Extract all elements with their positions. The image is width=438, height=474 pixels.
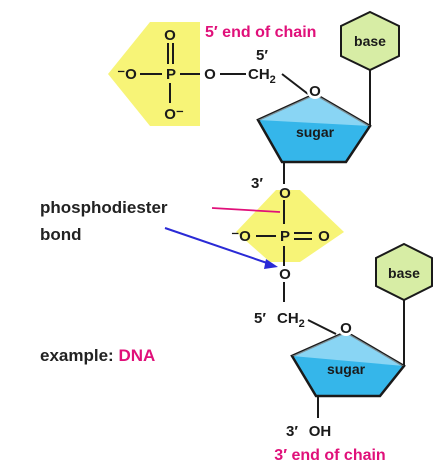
example-prefix: example: <box>40 346 118 365</box>
lower-five-prime: 5′ <box>254 310 266 327</box>
phosphodiester-label-line1: phosphodiester <box>40 198 168 217</box>
link-phosphate-o-bottom: O <box>279 266 291 283</box>
link-phosphate-p: P <box>280 228 290 245</box>
upper-sugar-o-backing <box>307 83 323 99</box>
upper-base-label: base <box>354 33 386 49</box>
top-ch2-text: CH <box>248 66 270 83</box>
link-phosphate-minus-o: ⁻O <box>231 228 251 245</box>
link-phosphate-o-double: O <box>318 228 330 245</box>
top-phosphate-o-double: O <box>164 27 176 44</box>
link-phosphate-o-top: O <box>279 185 291 202</box>
lower-sugar-label: sugar <box>327 361 366 377</box>
lower-ch2-bond <box>307 319 337 335</box>
upper-base-hexagon <box>340 10 400 72</box>
phosphodiester-pointer-blue-head <box>264 259 278 269</box>
lower-base-label: base <box>388 265 420 281</box>
top-ch2-sub: 2 <box>270 74 276 86</box>
phosphodiester-pointer-pink <box>211 207 281 213</box>
top-phosphate-minus-o: ⁻O <box>117 66 137 83</box>
upper-sugar-three-prime: 3′ <box>251 175 263 192</box>
lower-base-hexagon <box>375 242 433 302</box>
top-phosphate-o-minus-bottom: O⁻ <box>164 106 184 123</box>
link-phosphate-highlight <box>236 190 344 262</box>
top-phosphate-p: P <box>166 66 176 83</box>
lower-sugar-ring-o: O <box>340 320 352 337</box>
lower-three-prime: 3′ <box>286 423 298 440</box>
five-prime-end-label: 5′ end of chain <box>205 24 316 41</box>
example-molecule: DNA <box>118 346 155 365</box>
upper-sugar-ring-top-face <box>258 94 370 126</box>
top-five-prime: 5′ <box>256 47 268 64</box>
top-phosphate-o-right: O <box>204 66 216 83</box>
phosphodiester-label-line2: bond <box>40 225 82 244</box>
lower-ch2-sub: 2 <box>299 318 305 330</box>
example-label: example: DNA <box>40 346 155 365</box>
upper-sugar-ring-o: O <box>309 83 321 100</box>
phosphodiester-pointer-blue <box>164 227 271 265</box>
upper-sugar-label: sugar <box>296 124 335 140</box>
three-prime-end-label: 3′ end of chain <box>274 447 385 464</box>
top-ch2: CH2 <box>248 66 276 86</box>
link-phosphate-bonds <box>256 200 312 302</box>
top-phosphate-bonds <box>140 43 309 103</box>
lower-ch2-text: CH <box>277 310 299 327</box>
lower-sugar-o-backing <box>338 320 354 336</box>
lower-oh: OH <box>309 423 332 440</box>
lower-sugar-ring-top-face <box>292 332 404 366</box>
lower-ch2: CH2 <box>277 310 305 330</box>
